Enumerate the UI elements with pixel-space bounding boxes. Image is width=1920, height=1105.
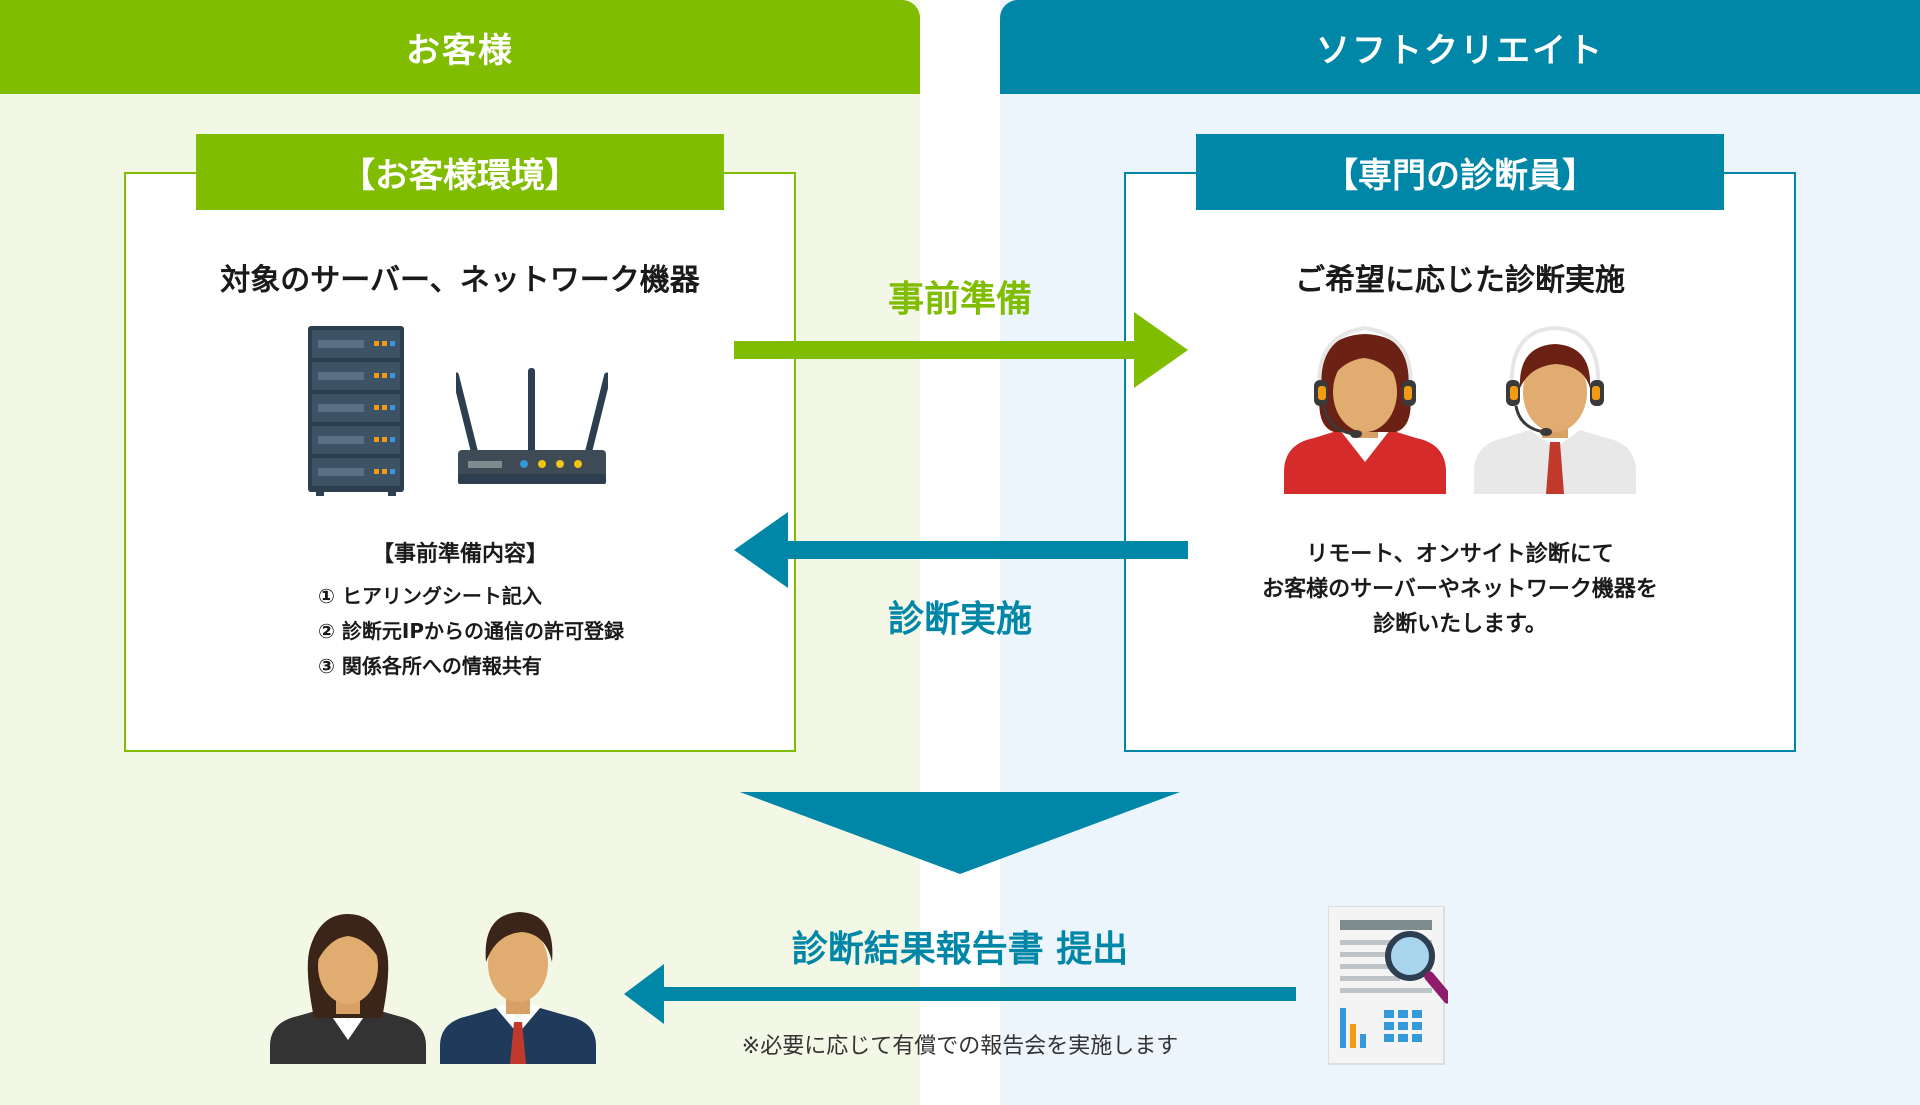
businessman-icon bbox=[440, 912, 596, 1064]
preparation-label: 事前準備 bbox=[887, 279, 1032, 320]
customer-environment-tab: 【お客様環境】 bbox=[196, 134, 724, 210]
specialist-description-line-3: 診断いたします。 bbox=[1373, 612, 1547, 637]
diagnosis-label: 診断実施 bbox=[887, 599, 1032, 640]
report-submission-label: 診断結果報告書 提出 bbox=[791, 929, 1129, 970]
provider-column-label: ソフトクリエイト bbox=[1316, 30, 1604, 71]
male-operator-icon bbox=[1474, 325, 1636, 494]
specialist-tab-label: 【専門の診断員】 bbox=[1324, 155, 1596, 196]
customer-environment-tab-label: 【お客様環境】 bbox=[341, 155, 579, 196]
preparation-item-2: ② 診断元IPからの通信の許可登録 bbox=[318, 619, 624, 643]
customer-column-header: お客様 bbox=[0, 0, 920, 94]
preparation-item-3: ③ 関係各所への情報共有 bbox=[318, 654, 542, 678]
specialist-tab: 【専門の診断員】 bbox=[1196, 134, 1724, 210]
report-document-icon bbox=[1328, 906, 1448, 1065]
down-arrow-icon bbox=[740, 792, 1180, 874]
diagnosis-arrow-icon bbox=[734, 512, 1188, 588]
router-icon bbox=[456, 368, 608, 484]
customer-box-title: 対象のサーバー、ネットワーク機器 bbox=[220, 263, 700, 298]
female-operator-icon bbox=[1284, 325, 1446, 494]
specialist-description-line-2: お客様のサーバーやネットワーク機器を bbox=[1262, 577, 1658, 602]
specialist-box-title: ご希望に応じた診断実施 bbox=[1295, 263, 1625, 298]
report-arrow-icon bbox=[624, 964, 1296, 1024]
specialist-description-line-1: リモート、オンサイト診断にて bbox=[1306, 542, 1614, 567]
preparation-contents-title: 【事前準備内容】 bbox=[371, 542, 548, 567]
businesswoman-icon bbox=[270, 914, 426, 1064]
preparation-item-1: ① ヒアリングシート記入 bbox=[318, 584, 542, 608]
report-note: ※必要に応じて有償での報告会を実施します bbox=[741, 1034, 1179, 1059]
customer-column-label: お客様 bbox=[406, 30, 514, 71]
preparation-arrow-icon bbox=[734, 312, 1188, 388]
specialist-box bbox=[1124, 172, 1796, 752]
provider-column-header: ソフトクリエイト bbox=[1000, 0, 1920, 94]
server-rack-icon bbox=[308, 326, 404, 496]
